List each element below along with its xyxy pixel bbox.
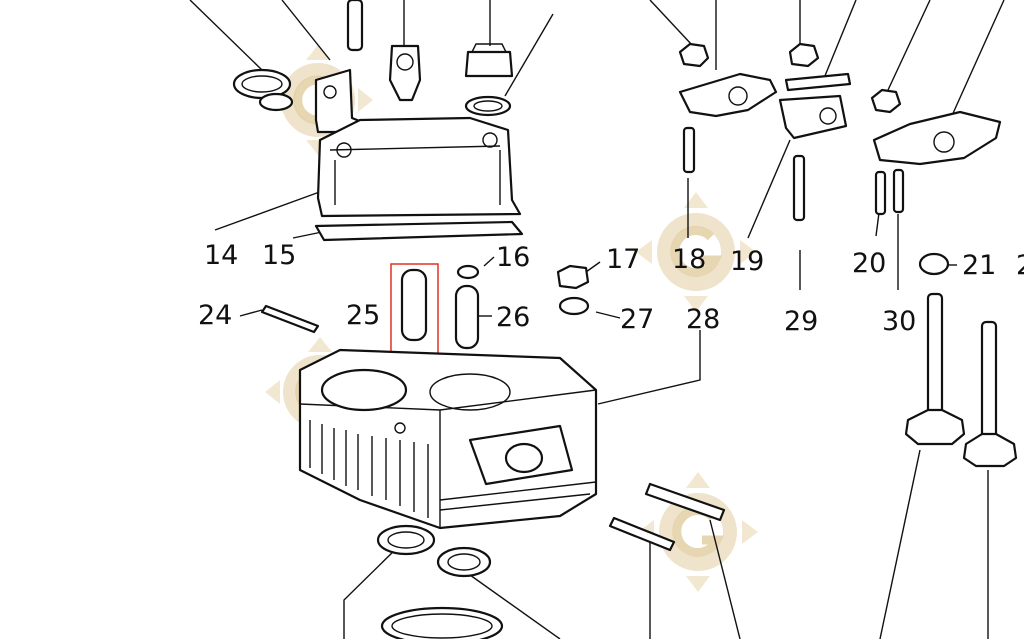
banjo-fitting	[388, 44, 422, 102]
callout-27: 27	[620, 304, 654, 335]
oil-filler-cap	[464, 43, 514, 117]
valve-seat-ring	[376, 524, 436, 556]
cylinder-head	[298, 348, 598, 530]
callout-24: 24	[198, 300, 232, 331]
stud-24	[260, 304, 320, 334]
rocker-shaft-bracket	[784, 72, 852, 92]
head-gasket	[380, 606, 504, 639]
rocker-support	[778, 94, 848, 140]
leader-lines	[189, 0, 1005, 639]
cover-gasket	[314, 220, 524, 242]
callout-14: 14	[204, 240, 238, 271]
top-stud	[346, 0, 364, 52]
callout-17: 17	[606, 244, 640, 275]
o-ring-seal	[232, 68, 294, 112]
nut-17	[556, 264, 590, 290]
callout-16: 16	[496, 242, 530, 273]
adjusting-screws	[682, 126, 905, 222]
callout-29: 29	[784, 306, 818, 337]
callout-21: 21	[962, 250, 996, 281]
callout-22-partial: 2	[1016, 250, 1024, 281]
long-stud	[644, 482, 726, 522]
exhaust-valve	[904, 292, 966, 446]
rocker-arm-right	[872, 110, 1002, 166]
washer-27	[558, 296, 590, 316]
callout-numbers: 14 15 16 17 18 19 20 21 2 24 25 26 27 28…	[198, 240, 1024, 337]
brand-g-logo-icon	[636, 192, 756, 312]
callout-25: 25	[346, 300, 380, 331]
callout-28: 28	[686, 304, 720, 335]
callout-30: 30	[882, 306, 916, 337]
washer-16	[456, 264, 480, 280]
seal-ring	[436, 546, 492, 578]
callout-15: 15	[262, 240, 296, 271]
intake-valve	[962, 320, 1018, 468]
callout-26: 26	[496, 302, 530, 333]
valve-cover	[316, 116, 522, 218]
callout-18: 18	[672, 244, 706, 275]
callout-20: 20	[852, 248, 886, 279]
rocker-nut	[678, 42, 902, 114]
cap-nut	[918, 252, 950, 276]
valve-guide-25	[400, 268, 428, 342]
short-stud	[608, 516, 676, 552]
valve-guide-26	[454, 284, 480, 350]
callout-19: 19	[730, 246, 764, 277]
rocker-arm	[678, 72, 778, 118]
